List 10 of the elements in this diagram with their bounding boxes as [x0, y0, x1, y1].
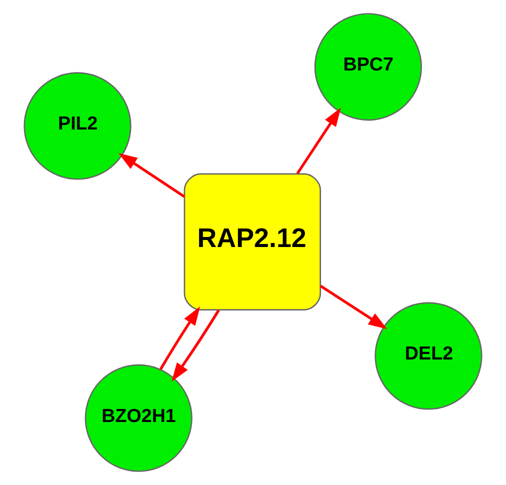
arrow: [296, 108, 341, 174]
arrow: [320, 284, 388, 330]
node-circle: DEL2: [374, 302, 482, 410]
arrow: [159, 306, 200, 370]
node-box: RAP2.12: [184, 173, 322, 310]
node-circle: BPC7: [314, 13, 422, 121]
node-circle: PIL2: [24, 72, 132, 180]
arrow: [172, 310, 220, 382]
node-circle: BZO2H1: [84, 364, 192, 472]
arrow: [118, 153, 186, 198]
